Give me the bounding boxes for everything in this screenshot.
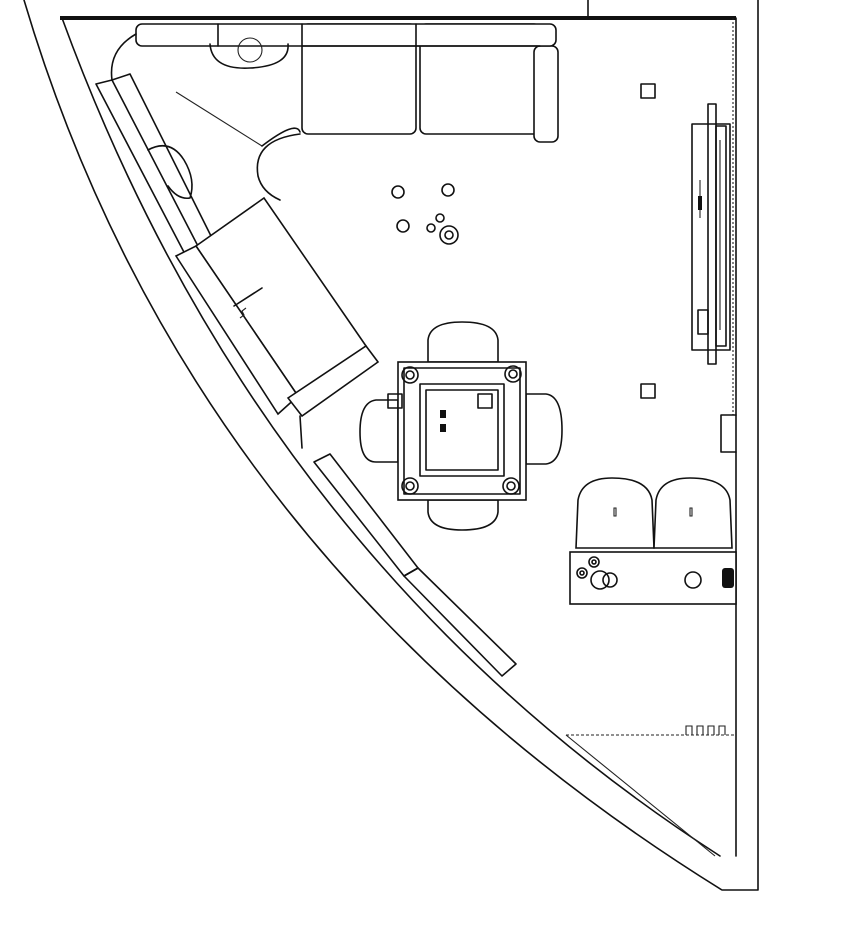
ceiling-lights — [391, 183, 459, 245]
wall-notch — [299, 415, 303, 449]
sofa-angled — [174, 196, 380, 418]
tv-unit — [691, 103, 731, 365]
bench-armchairs — [569, 477, 737, 605]
markers — [640, 83, 656, 399]
room-walls — [23, 0, 759, 891]
dining-table — [359, 321, 563, 531]
window-strip — [313, 453, 517, 677]
sofa-top — [135, 23, 559, 143]
